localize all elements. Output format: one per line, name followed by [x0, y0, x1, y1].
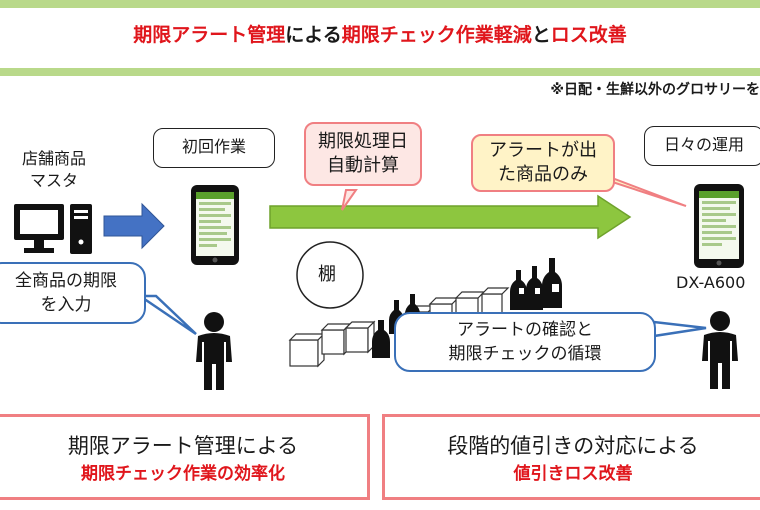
input-expiry-callout: 全商品の期限 を入力 — [0, 262, 146, 324]
auto-calc-line1: 期限処理日 — [318, 131, 408, 152]
result-box-efficiency: 期限アラート管理による 期限チェック作業の効率化 — [0, 414, 370, 500]
master-label-line1: 店舗商品 — [21, 149, 86, 168]
alert-cycle-line1: アラートの確認と — [457, 320, 593, 340]
title-part-1: 期限アラート管理 — [133, 24, 286, 46]
result-efficiency-line2: 期限チェック作業の効率化 — [81, 464, 285, 484]
result-loss-line1: 段階的値引きの対応による — [447, 434, 699, 458]
green-arrow-icon — [269, 194, 632, 240]
initial-work-label: 初回作業 — [153, 128, 275, 168]
title-part-2: による — [285, 24, 342, 46]
device-model-label: DX-A600 — [676, 273, 746, 292]
tablet-left-icon — [191, 185, 239, 265]
alert-only-line2: た商品のみ — [498, 164, 588, 185]
title-band-top — [0, 0, 760, 8]
blue-arrow-icon — [103, 202, 165, 250]
master-label: 店舗商品 マスタ — [14, 148, 94, 192]
alert-only-callout: アラートが出 た商品のみ — [471, 134, 615, 192]
auto-calc-callout: 期限処理日 自動計算 — [304, 122, 422, 186]
title-part-3: 期限チェック作業軽減 — [341, 24, 532, 46]
alert-cycle-callout: アラートの確認と 期限チェックの循環 — [394, 312, 656, 372]
result-efficiency-line1: 期限アラート管理による — [67, 434, 299, 458]
alert-only-line1: アラートが出 — [489, 140, 597, 161]
person-right-icon — [702, 311, 738, 389]
daily-ops-label: 日々の運用 — [644, 126, 760, 166]
master-label-line2: マスタ — [29, 171, 78, 190]
input-expiry-line2: を入力 — [40, 295, 92, 315]
scope-note: ※日配・生鮮以外のグロサリーを — [550, 82, 760, 98]
shelf-label: 棚 — [318, 264, 336, 285]
shelf-circle-icon — [296, 241, 364, 309]
auto-calc-callout-tail — [341, 189, 358, 211]
page-title: 期限アラート管理による期限チェック作業軽減とロス改善 — [0, 20, 760, 47]
title-band-bottom — [0, 68, 760, 76]
result-box-loss: 段階的値引きの対応による 値引きロス改善 — [382, 414, 760, 500]
result-loss-line2: 値引きロス改善 — [513, 464, 633, 484]
desktop-computer-icon — [14, 204, 92, 254]
title-part-4: と — [531, 24, 551, 46]
alert-cycle-line2: 期限チェックの循環 — [448, 344, 602, 364]
auto-calc-line2: 自動計算 — [327, 155, 399, 176]
title-part-5: ロス改善 — [550, 24, 627, 46]
input-callout-tail — [135, 294, 197, 336]
cycle-callout-tail — [652, 320, 707, 338]
person-left-icon — [196, 312, 232, 390]
input-expiry-line1: 全商品の期限 — [15, 271, 117, 291]
tablet-right-icon — [694, 184, 744, 268]
product-bottles-icon — [372, 258, 562, 358]
